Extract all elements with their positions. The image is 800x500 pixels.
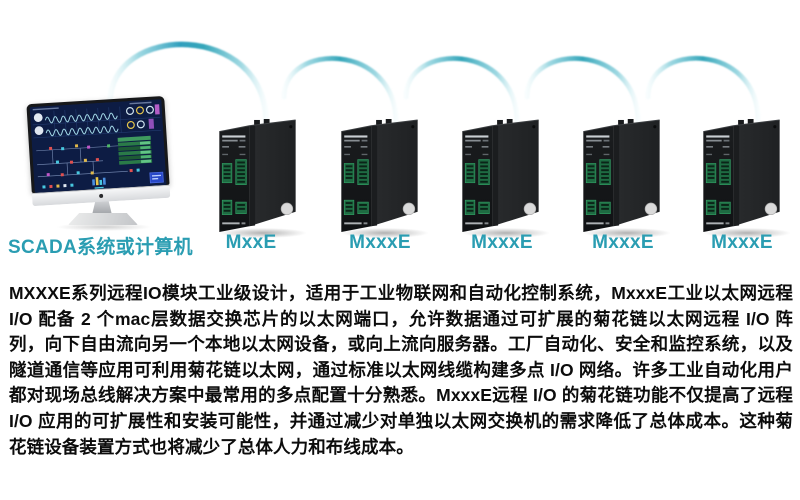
module-label-2: MxxxE [349,232,411,253]
io-module-1 [214,118,306,238]
scada-computer [26,95,176,232]
monitor-stand-base [68,213,138,225]
module-label-5: MxxxE [711,232,773,253]
scada-table [117,135,153,165]
daisy-chain-cables [107,41,761,125]
monitor-bezel [26,95,170,194]
cable-5 [645,55,761,123]
io-module-3 [457,118,549,238]
scada-screen [29,99,167,193]
cable-3 [403,56,520,125]
io-module-4 [578,118,670,238]
module-label-4: MxxxE [592,232,654,253]
monitor-shadow [56,223,152,231]
computer-label: SCADA系统或计算机 [8,237,193,258]
cable-4 [524,56,641,125]
module-label-3: MxxxE [471,232,533,253]
description-paragraph: MXXXE系列远程IO模块工业级设计，适用于工业物联网和自动化控制系统，Mxxx… [9,283,793,457]
cable-2 [281,56,399,125]
io-module-5 [698,118,790,238]
monitor-stand-neck [92,200,112,215]
module-label-1: MxxE [225,232,277,253]
io-module-2 [336,118,428,238]
cable-1 [107,41,269,125]
apple-logo-icon [99,193,104,199]
